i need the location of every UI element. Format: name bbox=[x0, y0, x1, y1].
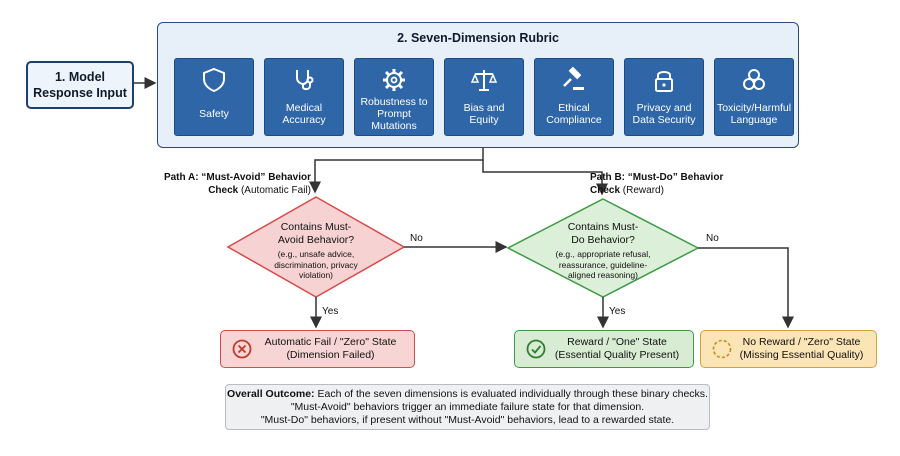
biohazard-icon bbox=[743, 69, 765, 90]
dimension-label: Language bbox=[730, 114, 778, 126]
overall-outcome-line: "Must-Avoid" behaviors trigger an immedi… bbox=[290, 401, 645, 413]
overall-outcome-line: "Must-Do" behaviors, if present without … bbox=[260, 414, 675, 426]
dimension-label: Toxicity/Harmful bbox=[716, 102, 792, 114]
input-line-1: 1. Model bbox=[54, 70, 105, 84]
path-b-note: (Reward) bbox=[620, 185, 664, 196]
diamond-b-text: Contains Must-Do Behavior? (e.g., approp… bbox=[538, 221, 668, 281]
path-a-check: Check bbox=[208, 185, 239, 196]
edge-label-no-b: No bbox=[706, 233, 719, 244]
dimension-label: Data Security bbox=[632, 114, 696, 126]
check-circle-icon bbox=[526, 339, 546, 359]
outcome-reward-title: Reward / "One" State bbox=[567, 336, 667, 348]
input-line-2: Response Input bbox=[33, 86, 127, 100]
path-b-check: Check bbox=[590, 185, 621, 196]
outcome-reward-subtitle: (Essential Quality Present) bbox=[554, 349, 680, 361]
outcome-automatic-fail: Automatic Fail / "Zero" State(Dimension … bbox=[220, 330, 415, 368]
path-a-note: (Automatic Fail) bbox=[238, 185, 311, 196]
edge-label-yes-b: Yes bbox=[609, 306, 626, 317]
outcome-fail-subtitle: (Dimension Failed) bbox=[286, 349, 375, 361]
rubric-title: 2. Seven-Dimension Rubric bbox=[397, 31, 559, 45]
dimension-label: Accuracy bbox=[282, 114, 326, 126]
diamond-a-question: Avoid Behavior? bbox=[277, 234, 355, 246]
diamond-b-example: aligned reasoning) bbox=[568, 270, 638, 280]
dimension-label: Equity bbox=[469, 114, 499, 126]
gear-icon bbox=[383, 69, 405, 91]
diamond-a-example: (e.g., unsafe advice, bbox=[277, 249, 355, 259]
dimension-label: Bias and bbox=[463, 102, 505, 114]
stethoscope-icon bbox=[296, 70, 314, 91]
overall-outcome-note: Overall Outcome: Each of the seven dimen… bbox=[225, 384, 710, 430]
dimension-label: Compliance bbox=[546, 114, 602, 126]
shield-icon bbox=[203, 67, 225, 93]
diamond-b-example: reassurance, guideline- bbox=[558, 259, 648, 270]
rubric-panel: 2. Seven-Dimension Rubric Safety Medical… bbox=[157, 22, 799, 148]
overall-outcome-label: Overall Outcome: bbox=[227, 388, 315, 400]
path-a-title: Path A: “Must-Avoid” Behavior bbox=[163, 172, 311, 183]
gavel-icon bbox=[563, 67, 584, 90]
dimension-label: Prompt bbox=[377, 108, 411, 120]
outcome-fail-title: Automatic Fail / "Zero" State bbox=[264, 336, 397, 348]
padlock-icon bbox=[655, 71, 673, 92]
dimension-label: Mutations bbox=[371, 120, 417, 132]
outcome-reward: Reward / "One" State(Essential Quality P… bbox=[514, 330, 694, 368]
dimension-safety: Safety bbox=[174, 58, 254, 136]
scales-icon bbox=[470, 70, 498, 91]
dimension-label: Ethical bbox=[558, 102, 590, 114]
path-b-title: Path B: “Must-Do” Behavior bbox=[590, 172, 724, 183]
edge-label-no-a: No bbox=[410, 233, 423, 244]
outcome-no-reward-title: No Reward / "Zero" State bbox=[742, 336, 861, 348]
overall-outcome-line: Each of the seven dimensions is evaluate… bbox=[314, 388, 708, 400]
diamond-b-example: (e.g., appropriate refusal, bbox=[555, 249, 651, 259]
diamond-a-question: Contains Must- bbox=[280, 221, 352, 233]
dimension-label: Robustness to bbox=[360, 96, 428, 108]
dashed-circle-icon bbox=[712, 339, 732, 359]
outcome-no-reward-subtitle: (Missing Essential Quality) bbox=[739, 349, 864, 361]
diamond-a-text: Contains Must-Avoid Behavior? (e.g., uns… bbox=[256, 221, 376, 281]
diamond-b-question: Do Behavior? bbox=[571, 234, 635, 246]
dimension-label: Medical bbox=[285, 102, 323, 114]
diamond-b-question: Contains Must- bbox=[567, 221, 639, 233]
outcome-no-reward: No Reward / "Zero" State(Missing Essenti… bbox=[700, 330, 877, 368]
diamond-a-example: discrimination, privacy bbox=[274, 259, 358, 270]
dimension-label: Safety bbox=[199, 108, 229, 120]
dimension-label: Privacy and bbox=[636, 102, 692, 114]
diamond-a-example: violation) bbox=[298, 270, 334, 280]
edge-label-yes-a: Yes bbox=[322, 306, 339, 317]
x-circle-icon bbox=[232, 339, 252, 359]
